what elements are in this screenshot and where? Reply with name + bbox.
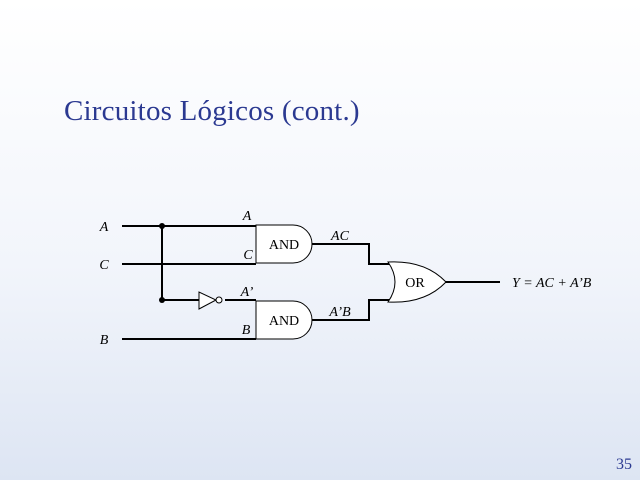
and-gate-top [255,224,313,264]
and-bottom-gate-label: AND [269,314,299,329]
or-gate [387,261,447,303]
not-gate-bubble [215,296,223,304]
not-output-label: A’ [240,285,254,300]
input-label-b: B [100,333,109,348]
wire-ac [312,243,393,265]
and-top-output-label: AC [330,229,350,244]
and-top-input-label-a: A [242,209,252,224]
junction-dot-branch [159,297,165,303]
wires [122,225,500,340]
and-top-input-label-c: C [243,248,253,263]
page-number: 35 [616,456,632,473]
input-label-a: A [99,220,109,235]
input-label-c: C [99,258,109,273]
and-top-gate-label: AND [269,238,299,253]
output-expression: Y = AC + A’B [512,276,592,291]
slide-title: Circuitos Lógicos (cont.) [64,95,360,127]
and-bottom-output-label: A’B [328,305,351,320]
or-gate-label: OR [405,276,425,291]
and-bottom-input-label-b: B [242,323,251,338]
and-gate-bottom [255,300,313,340]
not-gate [198,291,218,310]
wire-a-not-b [312,299,393,321]
junction-dot-a [159,223,165,229]
